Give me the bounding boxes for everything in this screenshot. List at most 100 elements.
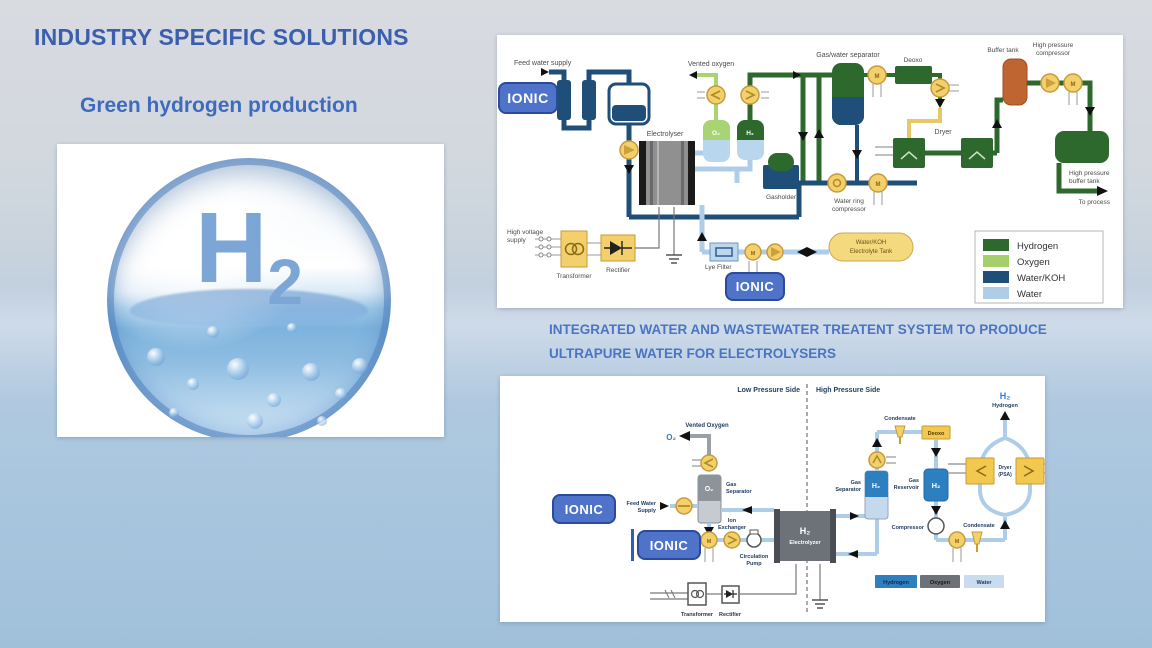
valve-glyph [727,535,738,545]
arrow-icon [935,99,945,108]
exchanger-stubs [948,463,1052,474]
electrical-section: High voltage supply Transformer Rectifie… [507,207,682,280]
feed-water-label-1: Feed Water [627,501,657,507]
stack-stripe [681,141,684,205]
h2-subscript: 2 [267,245,303,318]
arrow-icon [742,506,752,514]
transformer-glyph [564,242,578,256]
h2-symbol: H2 [107,198,391,319]
filter-column [557,80,571,120]
pump-glyph [771,247,781,257]
gas-water-separator-unit: Gas/water separator [816,52,880,183]
pump-glyph [1046,78,1056,88]
hydrogen-tank-label: H₂ [746,130,754,137]
ground-icon [812,599,828,609]
feed-pipe [549,69,632,131]
alkaline-electrolyser-diagram: Feed water supply Electrolyser Vented ox… [497,35,1123,308]
vent-pipe [690,434,711,455]
arrow-icon [793,71,801,79]
h2-separator-top [865,484,888,497]
arrow-icon [697,232,707,241]
hydrogen-tank-top [737,130,764,140]
valve-glyph [872,454,882,464]
transformer-label: Transformer [556,273,592,280]
motor-legs [748,261,758,273]
bubble [207,326,219,338]
deoxo-label: Deoxo [904,57,923,64]
legend-label-hydrogen: Hydrogen [1017,241,1058,252]
arrow-icon [872,438,882,447]
ion-exchanger-label-2: Exchanger [718,525,747,531]
arrow-icon [850,512,859,520]
compressor-label: Compressor [892,525,925,531]
electrolyser-endplate [639,141,646,205]
pem-electrolyzer-diagram: Low Pressure Side High Pressure Side Ven… [500,376,1052,622]
motor-m: M [876,182,881,188]
arrow-icon [679,431,690,441]
separator-label: Gas/water separator [816,52,880,59]
circulation-pump-label-2: Pump [746,561,762,567]
transformer-glyph [690,589,700,599]
circulation-pump-label-1: Circulation [740,554,769,560]
compressor-icon [927,517,945,535]
ionic-badge: IONIC [631,529,701,561]
electrolyser-endplate [688,141,695,205]
bubble [267,393,281,407]
water-ring-label-2: compressor [832,206,867,213]
arrow-icon [797,247,807,257]
lye-filter-label: Lye Filter [705,264,732,271]
diode-glyph [726,590,733,598]
water-sphere-graphic: H2 [107,158,391,437]
vent-ticks [697,91,769,99]
hydrogen-pipe [993,97,1003,156]
high-pressure-section: Buffer tank High pressure compressor M H… [987,42,1110,206]
psa-vessel [1015,457,1045,485]
oxygen-tank-label: O₂ [712,130,720,137]
lye-filter-unit [709,242,739,262]
valve-icon [930,78,950,98]
hydrogen-out-label: Hydrogen [992,403,1018,409]
legend-swatch-water [983,287,1009,299]
electrolyzer-body [780,511,830,561]
badge-accent-bar [631,529,634,561]
hv-terminals [538,236,552,258]
electrolyte-tank-label-1: Water/KOH [856,240,886,246]
arrow-icon [992,119,1002,128]
reservoir-h2-label: H₂ [932,481,941,490]
integrated-water-caption: INTEGRATED WATER AND WASTEWATER TREATENT… [549,318,1119,366]
ionic-badge: IONIC [498,82,558,114]
arrow-icon [1000,411,1010,420]
electrolyte-tank-label-2: Electrolyte Tank [850,249,893,255]
hp-compressor-label-1: High pressure [1033,42,1074,49]
stack-stripe [657,141,659,205]
legend-swatch-oxygen [983,255,1009,267]
compressor-glyph [832,178,842,188]
regeneration-pipe [907,108,942,138]
h2-sep-label: H₂ [872,483,880,490]
deoxo-dryer-section: M Deoxo Dryer [864,57,1003,168]
transformer-glyph [695,589,705,599]
arrow-icon [1085,107,1095,116]
h2-letter: H [195,191,268,304]
electrolyser-unit: Electrolyser [639,131,695,205]
o2-separator-top [698,488,721,501]
hydrogen-pipe [864,73,942,105]
gas-reservoir-tank [923,468,949,502]
legend-swatch-hydrogen [983,239,1009,251]
hp-compressor-label-2: compressor [1036,50,1071,57]
transformer-label: Transformer [681,612,714,618]
vent-ticks [692,459,701,467]
gas-separator2-label-2: Separator [835,487,862,493]
valve-glyph [703,458,714,468]
separator-water [832,91,864,125]
transformer-glyph [571,242,585,256]
legend-chip-hydrogen-label: Hydrogen [883,580,909,586]
motor-icon [744,243,762,261]
wire-ticks [664,589,676,599]
arrow-icon [814,129,824,138]
bubble [147,348,165,366]
gasholder-dome [768,153,794,171]
buffer-tank-label: Buffer tank [987,47,1019,54]
oxygen-tank-top [703,130,730,140]
dc-wires [739,564,821,600]
